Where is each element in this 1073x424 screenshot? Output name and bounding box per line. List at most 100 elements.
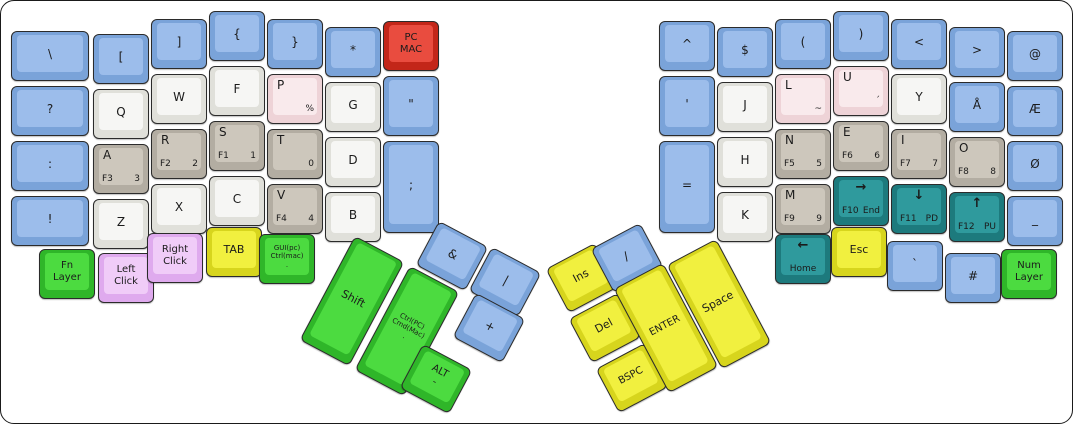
key-p[interactable]: P%: [267, 74, 323, 124]
key-question[interactable]: ?: [11, 86, 89, 136]
key-caret[interactable]: ^: [659, 21, 715, 71]
key-top: !: [17, 200, 83, 237]
key-q[interactable]: Q: [93, 89, 149, 139]
key-underscore[interactable]: _: [1007, 196, 1063, 246]
key-k[interactable]: K: [717, 192, 773, 242]
key-legend-main: E: [843, 125, 851, 139]
key-legend-sub: %: [276, 104, 314, 115]
key-legend: @: [1029, 46, 1041, 61]
key-z[interactable]: Z: [93, 199, 149, 249]
key-legend: Æ: [1029, 101, 1041, 116]
key-h[interactable]: H: [717, 137, 773, 187]
key-b[interactable]: B: [325, 192, 381, 242]
key-left-paren[interactable]: (: [775, 19, 831, 69]
key-equals[interactable]: =: [659, 141, 715, 233]
key-f[interactable]: F: [209, 66, 265, 116]
key-w[interactable]: W: [151, 74, 207, 124]
key-u[interactable]: U´: [833, 66, 889, 116]
key-dollar[interactable]: $: [717, 27, 773, 77]
key-asterisk[interactable]: *: [325, 27, 381, 77]
key-greater-than[interactable]: >: [949, 27, 1005, 77]
key-gui-ctrl[interactable]: GUI(pc)Ctrl(mac).: [259, 234, 315, 284]
key-ae[interactable]: Æ: [1007, 86, 1063, 136]
key-legend-line: Click: [163, 255, 187, 267]
key-top: H: [723, 141, 767, 178]
key-legend: GUI(pc)Ctrl(mac).: [265, 238, 309, 275]
key-legend-main: M: [785, 188, 796, 202]
key-legend: H: [740, 152, 750, 167]
key-right-paren[interactable]: ): [833, 11, 889, 61]
key-left-bracket[interactable]: [: [93, 34, 149, 84]
key-g[interactable]: G: [325, 82, 381, 132]
key-y[interactable]: Y: [891, 74, 947, 124]
key-backslash[interactable]: \: [11, 31, 89, 81]
key-top: `: [893, 245, 937, 282]
key-legend-sub-right: 9: [816, 214, 822, 225]
key-legend-main: N: [785, 133, 794, 147]
key-double-quote[interactable]: ": [383, 76, 439, 136]
key-hash[interactable]: #: [945, 253, 1001, 303]
key-right-bracket[interactable]: ]: [151, 19, 207, 69]
key-c[interactable]: C: [209, 176, 265, 226]
key-legend-main: L: [785, 78, 792, 92]
key-legend: K: [741, 207, 749, 222]
key-x[interactable]: X: [151, 184, 207, 234]
key-right-brace[interactable]: }: [267, 19, 323, 69]
key-home[interactable]: ←Home: [775, 234, 831, 284]
key-exclamation[interactable]: !: [11, 196, 89, 246]
key-backtick[interactable]: `: [887, 241, 943, 291]
key-tab[interactable]: TAB: [206, 227, 262, 277]
key-legend-sub-right: ~: [814, 104, 822, 115]
key-legend-sub-left: F12: [958, 222, 975, 233]
key-top: >: [955, 31, 999, 68]
key-legend: G: [348, 97, 358, 112]
key-apostrophe[interactable]: ': [659, 76, 715, 136]
key-l[interactable]: L~: [775, 74, 831, 124]
key-o-slash[interactable]: Ø: [1007, 141, 1063, 191]
key-at[interactable]: @: [1007, 31, 1063, 81]
key-legend: Å: [972, 97, 982, 112]
key-legend-arrow: ↓: [913, 188, 925, 203]
key-less-than[interactable]: <: [891, 19, 947, 69]
key-legend-line: Ctrl(mac): [270, 252, 304, 261]
key-top: C: [215, 180, 259, 217]
key-semicolon[interactable]: ;: [383, 141, 439, 233]
key-legend-line: PC: [404, 31, 418, 43]
key-colon[interactable]: :: [11, 141, 89, 191]
key-legend-line: Right: [161, 243, 189, 255]
key-legend: ]: [176, 34, 182, 49]
key-legend-line: Num: [1017, 259, 1041, 271]
key-esc[interactable]: Esc: [831, 227, 887, 277]
key-j[interactable]: J: [717, 82, 773, 132]
key-top: G: [331, 86, 375, 123]
key-a-ring[interactable]: Å: [949, 82, 1005, 132]
key-left-brace[interactable]: {: [209, 11, 265, 61]
key-legend: _: [1032, 211, 1038, 226]
key-d[interactable]: D: [325, 137, 381, 187]
